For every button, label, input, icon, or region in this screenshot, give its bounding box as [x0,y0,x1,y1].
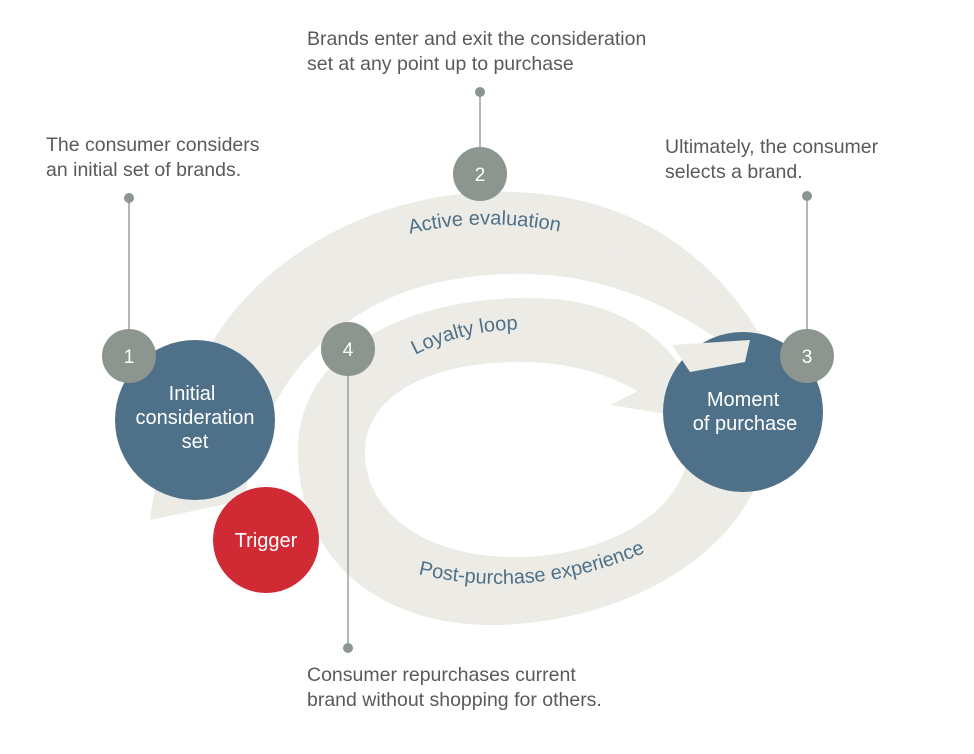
connector-dot-3 [802,191,812,201]
moment-arrow-notch [672,340,750,372]
callout-top: Brands enter and exit the consideration … [307,27,646,77]
badge-2-label: 2 [475,165,486,186]
callout-left-line2: an initial set of brands. [46,159,242,181]
badge-3-label: 3 [802,347,813,368]
callout-bottom-line1: Consumer repurchases current [307,664,576,686]
initial-consideration-circle [115,340,275,500]
callout-bottom-line2: brand without shopping for others. [307,689,602,711]
callout-right-line2: selects a brand. [665,161,803,183]
initial-consideration-label-line2: consideration [136,407,255,429]
connector-dot-1 [124,193,134,203]
trigger-circle [213,487,319,593]
badge-1-label: 1 [124,347,135,368]
badge-4-circle [321,322,375,376]
callout-bottom: Consumer repurchases current brand witho… [307,663,602,713]
moment-of-purchase-label-line2: of purchase [693,413,798,435]
badge-2-circle [453,147,507,201]
callout-right-line1: Ultimately, the consumer [665,136,879,158]
callout-top-line1: Brands enter and exit the consideration [307,28,647,50]
badge-1-circle [102,329,156,383]
callout-right: Ultimately, the consumer selects a brand… [665,135,878,185]
initial-consideration-label-line3: set [182,431,209,453]
active-evaluation-band [150,225,760,520]
callout-left: The consumer considers an initial set of… [46,133,260,183]
connector-dot-4 [343,643,353,653]
badge-3-circle [780,329,834,383]
initial-consideration-label-line1: Initial [169,383,216,405]
moment-of-purchase-label-line1: Moment [707,389,780,411]
callout-top-line2: set at any point up to purchase [307,53,574,75]
connector-dot-2 [475,87,485,97]
loyalty-loop-ring [298,297,770,626]
trigger-label: Trigger [235,530,298,552]
moment-of-purchase-circle [663,332,823,492]
active-evaluation-band-top [190,191,760,400]
badge-4-label: 4 [343,340,354,361]
callout-left-line1: The consumer considers [46,134,260,156]
